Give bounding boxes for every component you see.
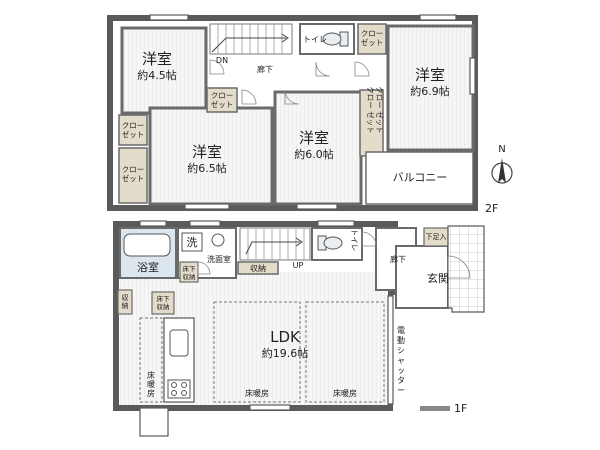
stair-dn-label: DN: [216, 56, 228, 65]
entrance-door-swing: [447, 255, 471, 279]
room-size-center: 約6.0帖: [294, 147, 334, 161]
room-size-west-south: 約6.5帖: [187, 161, 227, 175]
closet-c-label: クローゼット: [122, 121, 145, 139]
door-swings-1f: [197, 231, 377, 275]
washroom-label: 洗面室: [207, 254, 231, 264]
stair-2f: [209, 23, 293, 55]
bath-label: 浴室: [137, 260, 159, 274]
floor1-outline: [113, 221, 398, 411]
compass: N: [491, 144, 513, 184]
floor-heating-b-label: 床暖房: [245, 388, 269, 398]
closet-d-label: クローゼット: [122, 165, 145, 183]
footrest-label: 下足入: [426, 233, 447, 241]
room-name-west-south: 洋室: [192, 143, 222, 161]
washer-label: 洗: [187, 236, 198, 249]
under-floor-storage-b: [151, 291, 175, 315]
door-swings-2f: [209, 59, 370, 105]
closet-d-2f: [118, 147, 148, 204]
storage-label: 収納: [250, 263, 266, 273]
room-name-east: 洋室: [415, 66, 445, 84]
closet-c-2f: [118, 114, 148, 146]
room-name-west-north: 洋室: [142, 50, 172, 68]
toilet-label-2f: トイレ: [303, 35, 327, 44]
entrance: [395, 245, 449, 309]
entrance-label: 玄関: [427, 271, 449, 285]
ldk-name: LDK: [270, 328, 301, 346]
hall-label-1f: 廊下: [390, 254, 406, 264]
toilet-label-1f: トイレ: [350, 229, 359, 252]
side-storage: [117, 289, 133, 315]
hall-label-2f: 廊下: [257, 64, 273, 74]
kitchen-counter: [163, 317, 195, 403]
bathtub: [123, 233, 171, 257]
closet-b-2f: [206, 87, 238, 113]
hall-2f: [208, 56, 386, 90]
floor1-marker-bar: [420, 406, 450, 411]
floor2-outline: [107, 15, 478, 211]
sink-icon: [211, 233, 225, 247]
toilet-icon-1f: [317, 235, 343, 251]
room-name-center: 洋室: [299, 129, 329, 147]
storage-1f: [237, 261, 279, 275]
floor-heating-c-label: 床暖房: [333, 388, 357, 398]
compass-north-label: N: [498, 144, 505, 155]
floor-2: 洋室 約4.5帖 洋室 約6.5帖 洋室 約6.0帖 洋室 約6.9帖 廊下 D…: [107, 14, 498, 215]
shutter-label: 電動シャッター: [397, 326, 405, 395]
floor1-label: 1F: [454, 402, 467, 415]
stair-1f: [239, 227, 311, 261]
floor-1: LDK 約19.6帖 浴室 洗 洗面室 収納 トイレ UP 廊下 玄関 下足入 …: [113, 220, 485, 437]
floor-heating-a-label: 床暖房: [147, 370, 155, 398]
closet-e-label: クロー ゼット: [366, 86, 376, 133]
washer: [181, 232, 203, 252]
room-size-west-north: 約4.5帖: [137, 68, 177, 82]
side-storage-label: 収納: [122, 294, 129, 310]
balcony-label: バルコニー: [393, 171, 448, 184]
back-step: [139, 407, 169, 437]
windows-1f: [139, 220, 394, 411]
toilet-icon: [322, 31, 349, 47]
floor-heating-zones: [139, 301, 385, 403]
under-floor-storage-a-label: 床下収納: [183, 264, 197, 281]
ldk-size: 約19.6帖: [262, 346, 309, 360]
room-east-2f: [386, 24, 475, 152]
closet-b-label: クローゼット: [211, 91, 234, 109]
room-size-east: 約6.9帖: [410, 84, 450, 98]
closet-a-2f: [357, 23, 387, 55]
floor2-label: 2F: [485, 202, 498, 215]
closet-f-label: クロー ゼット: [375, 86, 385, 133]
under-floor-storage-b-label: 床下収納: [157, 294, 171, 311]
balcony-2f: [365, 151, 474, 205]
closet-a-label: クローゼット: [361, 29, 384, 47]
porch: [447, 225, 485, 313]
windows-2f: [149, 14, 476, 210]
stair-up-label: UP: [293, 261, 304, 270]
